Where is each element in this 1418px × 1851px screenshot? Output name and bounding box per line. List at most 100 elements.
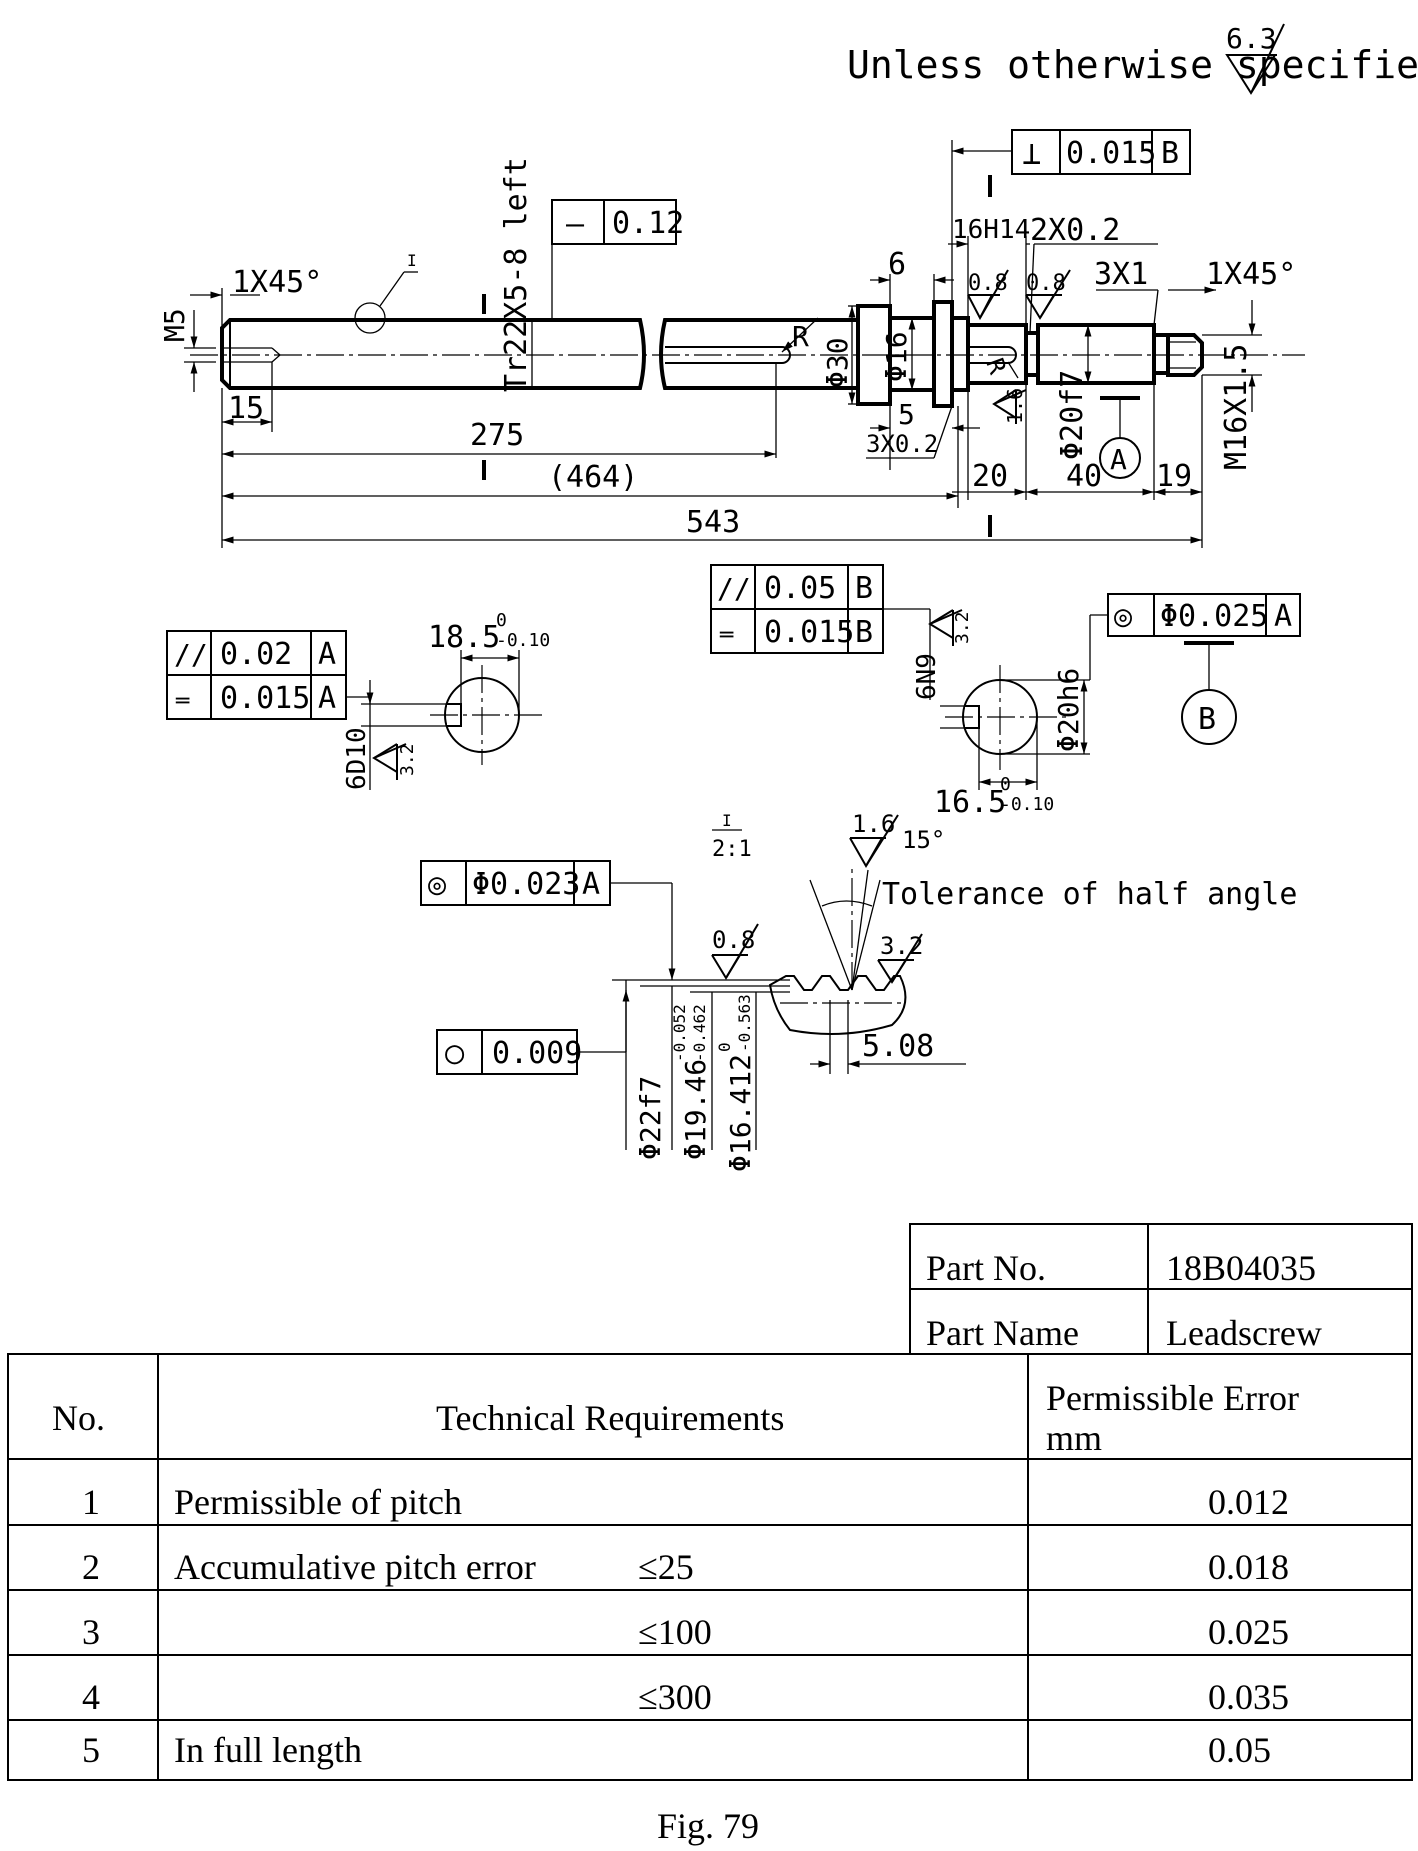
- parallelism-value-2: 0.05: [764, 571, 836, 606]
- dia-20f7: Φ20f7: [1055, 370, 1090, 460]
- groove-3x02: 3X0.2: [866, 430, 938, 458]
- symmetry-value: 0.015: [220, 681, 310, 716]
- svg-text:1.6: 1.6: [852, 810, 895, 838]
- section-right: // 0.05 B ═ 0.015 B 3.2 6N9 Φ20h6 16.5: [710, 564, 1301, 820]
- table-row: 1 Permissible of pitch 0.012: [82, 1482, 1289, 1522]
- perpendicularity-symbol: ⊥: [1022, 134, 1041, 172]
- table-row: 3 ≤100 0.025: [82, 1612, 1289, 1652]
- title-block: Part No. 18B04035 Part Name Leadscrew: [909, 1223, 1413, 1355]
- part-name-label: Part Name: [926, 1313, 1079, 1353]
- roughness-mark-32c: 3.2: [877, 932, 923, 984]
- roughness-mark-32a: 3.2: [372, 743, 418, 780]
- groove-3x1: 3X1: [1094, 257, 1148, 292]
- svg-text:Permissible of pitch: Permissible of pitch: [174, 1482, 462, 1522]
- dim-5: 5: [898, 398, 915, 431]
- concentricity-symbol: ◎: [1114, 599, 1132, 634]
- parallelism-value: 0.02: [220, 637, 292, 672]
- svg-text:In full length: In full length: [174, 1730, 362, 1770]
- requirements-table: No. Technical Requirements Permissible E…: [7, 1353, 1413, 1781]
- svg-text:3.2: 3.2: [397, 743, 418, 776]
- svg-text:3: 3: [82, 1612, 100, 1652]
- svg-text:≤25: ≤25: [638, 1547, 694, 1587]
- general-roughness-note: Unless otherwise specified 6.3: [847, 22, 1418, 95]
- dim-6: 6: [888, 247, 906, 282]
- chamfer-left: 1X45°: [232, 265, 322, 300]
- symmetry-symbol-2: ═: [719, 623, 734, 648]
- detail-conc-value: Φ0.023: [472, 867, 580, 902]
- dia-16412-lower: -0.563: [735, 994, 754, 1052]
- straightness-symbol: —: [566, 207, 585, 242]
- half-angle-note: Tolerance of half angle: [882, 877, 1297, 912]
- straightness-value: 0.12: [612, 206, 684, 241]
- dim-40: 40: [1066, 459, 1102, 494]
- dim-15: 15: [228, 391, 264, 426]
- circularity-value: 0.009: [492, 1036, 582, 1071]
- detail-ref: I: [407, 251, 417, 270]
- radius-label: R: [792, 320, 809, 353]
- section-right-width: 16.5: [934, 785, 1006, 820]
- svg-text:0.035: 0.035: [1208, 1677, 1289, 1717]
- symmetry-datum: A: [318, 681, 336, 716]
- dia-16412: Φ16.412: [724, 1054, 757, 1172]
- svg-text:0.025: 0.025: [1208, 1612, 1289, 1652]
- detail-scale: 2:1: [712, 837, 752, 862]
- roughness-mark-32b: 3.2: [928, 609, 973, 646]
- roughness-mark-08b: 0.8: [1025, 269, 1071, 320]
- dia-1946-lower: -0.462: [690, 1004, 709, 1062]
- thread-m16: M16X1.5: [1219, 344, 1254, 470]
- svg-text:0.8: 0.8: [1026, 271, 1066, 296]
- figure-caption: Fig. 79: [657, 1806, 759, 1846]
- pitch-dim: 5.08: [862, 1029, 934, 1064]
- svg-text:0.018: 0.018: [1208, 1547, 1289, 1587]
- svg-text:5: 5: [82, 1730, 100, 1770]
- dia-30: Φ30: [821, 337, 854, 388]
- table-row: 2 Accumulative pitch error ≤25 0.018: [82, 1547, 1289, 1587]
- dia-16: Φ16: [880, 331, 913, 382]
- groove-2x02: 2X0.2: [1030, 213, 1120, 248]
- thread-profile: [768, 975, 907, 1035]
- svg-text:1: 1: [82, 1482, 100, 1522]
- symmetry-value-2: 0.015: [764, 615, 854, 650]
- symmetry-symbol: ═: [175, 689, 190, 714]
- roughness-mark-08a: 0.8: [967, 269, 1009, 321]
- dia-1946-upper: -0.052: [670, 1004, 689, 1062]
- section-left-tol-upper: 0: [496, 610, 507, 631]
- header-no: No.: [52, 1398, 105, 1438]
- dia-16412-upper: 0: [715, 1042, 734, 1052]
- svg-text:0.8: 0.8: [968, 271, 1008, 296]
- section-right-key: 6N9: [912, 653, 942, 700]
- note-text: Unless otherwise specified: [847, 43, 1418, 87]
- dim-20: 20: [972, 459, 1008, 494]
- svg-text:3.2: 3.2: [880, 932, 923, 960]
- svg-text:≤100: ≤100: [638, 1612, 712, 1652]
- section-right-tol-upper: 0: [1000, 774, 1011, 795]
- detail-i: I 2:1 1.6 15° Tolerance of half angle ◎ …: [420, 810, 1297, 1172]
- dim-19: 19: [1156, 459, 1192, 494]
- thread-shaft-left: [220, 318, 646, 390]
- header-error: Permissible Error: [1046, 1378, 1299, 1418]
- thread-angle: 15°: [902, 826, 945, 854]
- thread-shaft-right: [659, 318, 860, 390]
- detail-label: I: [722, 811, 732, 830]
- svg-text:4: 4: [82, 1677, 100, 1717]
- svg-text:3.2: 3.2: [952, 611, 973, 644]
- m5-label: M5: [158, 308, 191, 342]
- section-left: // 0.02 A ═ 0.015 A 18.5 0 -0.10 6D10 3.…: [166, 610, 550, 790]
- datum-b: B: [1198, 702, 1216, 737]
- part-name: Leadscrew: [1166, 1313, 1322, 1353]
- svg-text:2: 2: [82, 1547, 100, 1587]
- detail-conc-symbol: ◎: [428, 867, 446, 902]
- dim-464: (464): [548, 460, 638, 495]
- svg-text:0.05: 0.05: [1208, 1730, 1271, 1770]
- table-row: 4 ≤300 0.035: [82, 1677, 1289, 1717]
- roughness-mark-16b: 1.6: [849, 810, 899, 869]
- svg-text:0.012: 0.012: [1208, 1482, 1289, 1522]
- section-left-tol-lower: -0.10: [496, 630, 550, 651]
- roughness-value: 6.3: [1226, 22, 1277, 55]
- roughness-mark-16: 1.6: [992, 388, 1027, 424]
- svg-text:0.8: 0.8: [712, 926, 755, 954]
- svg-text:≤300: ≤300: [638, 1677, 712, 1717]
- dia-1946: Φ19.46: [679, 1059, 712, 1160]
- table-row: 5 In full length 0.05: [82, 1730, 1271, 1770]
- part-no-label: Part No.: [926, 1248, 1046, 1288]
